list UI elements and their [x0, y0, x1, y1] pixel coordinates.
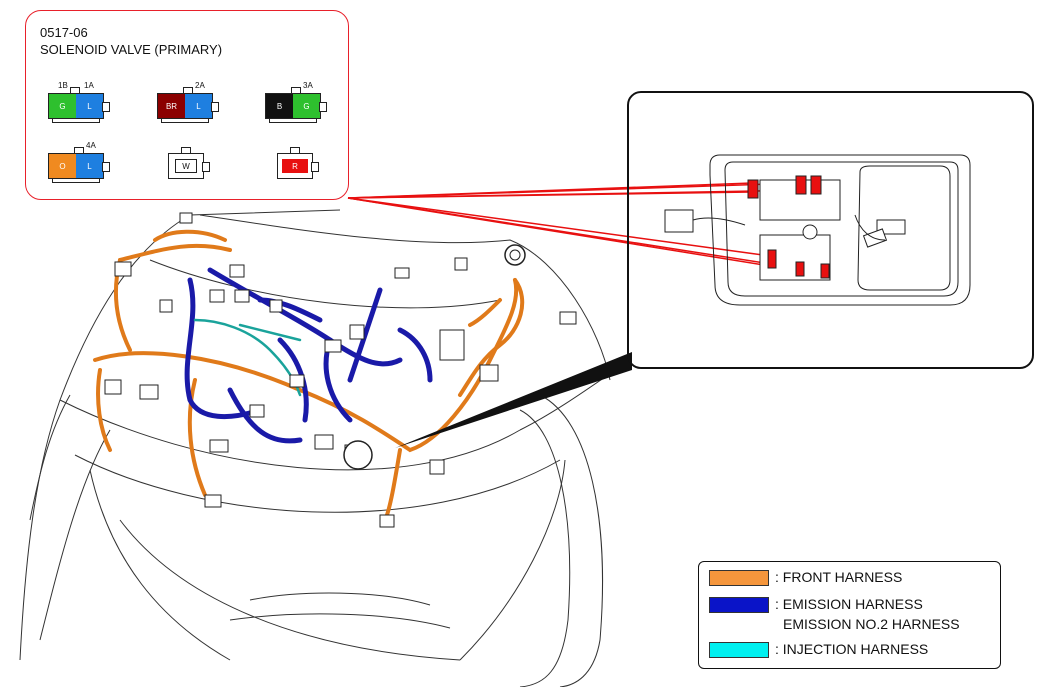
terminal-cell: G — [49, 94, 76, 118]
pin-label: 1B — [58, 81, 68, 90]
pin-label: 4A — [86, 141, 96, 150]
legend-label-front: : FRONT HARNESS — [775, 569, 903, 585]
terminal-cell: W — [175, 159, 197, 173]
terminal-cell: R — [282, 159, 308, 173]
legend-swatch-front — [709, 570, 769, 586]
terminal-cell: O — [49, 154, 76, 178]
connector-code: 0517-06 — [40, 25, 88, 40]
solenoid-detail-view — [664, 154, 971, 306]
pin-label: 1A — [84, 81, 94, 90]
terminal-cell: G — [293, 94, 320, 118]
terminal-cell: L — [76, 94, 103, 118]
terminal-cell: B — [266, 94, 293, 118]
harness-legend: : FRONT HARNESS : EMISSION HARNESS EMISS… — [698, 561, 1001, 669]
connector-title: SOLENOID VALVE (PRIMARY) — [40, 42, 223, 57]
grommet-inner — [509, 249, 521, 261]
connector-callout: 0517-06 SOLENOID VALVE (PRIMARY) 1B 1A G… — [25, 10, 349, 200]
terminal-cell: L — [185, 94, 212, 118]
pin-label: 2A — [195, 81, 205, 90]
legend-swatch-emission — [709, 597, 769, 613]
terminal-cell: L — [76, 154, 103, 178]
terminal-cell: BR — [158, 94, 185, 118]
harness-connectors — [104, 212, 577, 528]
pin-label: 3A — [303, 81, 313, 90]
legend-label-emission-no2: EMISSION NO.2 HARNESS — [783, 616, 960, 632]
car-body-outline — [19, 209, 631, 687]
front-harness — [93, 229, 525, 522]
legend-label-injection: : INJECTION HARNESS — [775, 641, 929, 657]
legend-label-emission: : EMISSION HARNESS — [775, 596, 923, 612]
callout-leader-lines — [347, 182, 823, 273]
legend-swatch-injection — [709, 642, 769, 658]
detail-view-frame — [627, 91, 1034, 369]
solenoid-valves-red — [747, 175, 830, 279]
detail-leader-wedge — [395, 352, 632, 448]
battery-terminal — [343, 440, 373, 470]
